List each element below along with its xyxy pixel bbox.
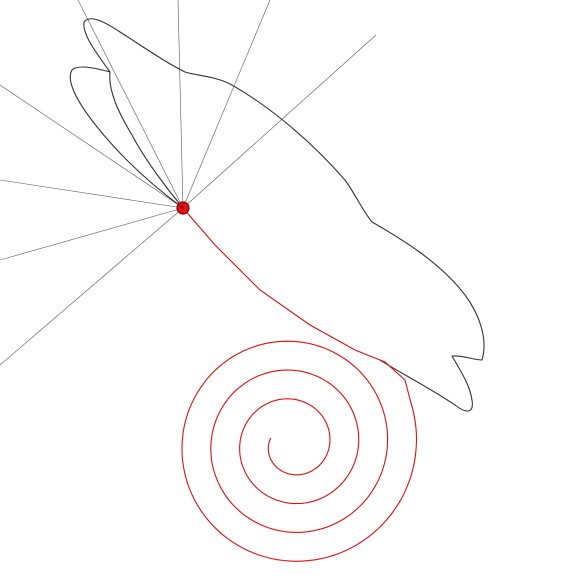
ray-line	[0, 179, 184, 209]
ray-line	[182, 0, 271, 209]
center-hub-marker	[176, 201, 190, 215]
ray-line	[0, 84, 184, 209]
spiral-trace-curve	[181, 207, 418, 562]
ray-line	[0, 207, 184, 366]
ray-line	[182, 34, 377, 209]
radial-line-fan	[0, 0, 377, 366]
ray-line	[177, 0, 184, 209]
ray-line	[77, 0, 184, 209]
lobed-outline-curve	[69, 18, 485, 412]
ray-line	[0, 207, 184, 261]
